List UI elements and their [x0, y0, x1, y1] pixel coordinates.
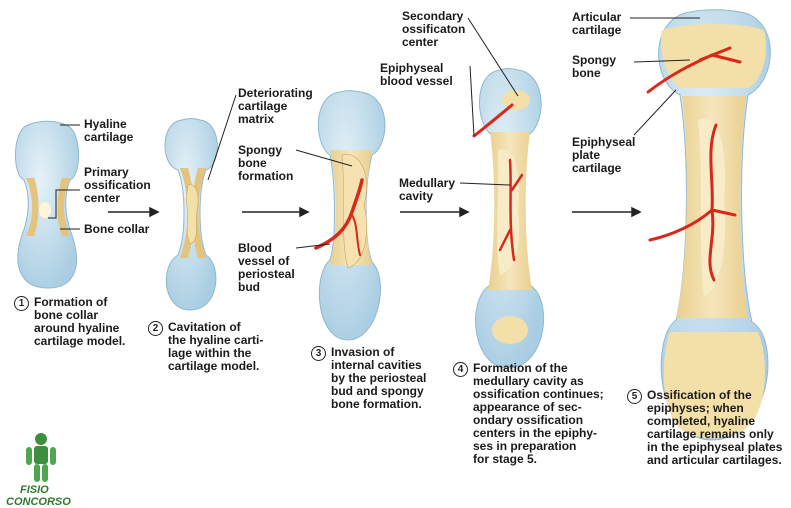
label-leader-lines [48, 17, 700, 249]
label-secondary-ossification-center: Secondary ossificaton center [402, 9, 466, 49]
stage-2-bone-model [164, 118, 218, 311]
label-articular-cartilage: Articular cartilage [572, 10, 622, 37]
label-hyaline-cartilage: Hyaline cartilage [84, 117, 134, 144]
label-epiphyseal-blood-vessel: Epiphyseal blood vessel [380, 61, 453, 88]
label-deteriorating-cartilage-matrix: Deteriorating cartilage matrix [238, 86, 313, 126]
step-5-caption: Ossification of the epiphyses; when comp… [647, 388, 783, 467]
step-3-number: 3 [311, 346, 326, 361]
label-blood-vessel-periosteal-bud: Blood vessel of periosteal bud [238, 241, 295, 294]
logo-line-2: CONCORSO [6, 496, 71, 508]
process-arrows [108, 206, 642, 218]
step-2-caption: Cavitation of the hyaline carti- lage wi… [168, 320, 264, 373]
label-primary-ossification-center: Primary ossification center [84, 165, 151, 205]
step-1-caption: Formation of bone collar around hyaline … [34, 295, 126, 348]
bone-ossification-diagram [14, 9, 771, 441]
step-5-number: 5 [627, 389, 642, 404]
label-spongy-bone-formation: Spongy bone formation [238, 143, 294, 183]
label-medullary-cavity: Medullary cavity [399, 176, 456, 203]
step-3-caption: Invasion of internal cavities by the per… [331, 345, 427, 411]
stage-5-bone-model [646, 9, 771, 441]
step-2-number: 2 [148, 321, 163, 336]
label-epiphyseal-plate-cartilage: Epiphyseal plate cartilage [572, 135, 636, 175]
stage-1-bone-model [14, 120, 80, 289]
anatomy-figure-icon [26, 433, 56, 482]
stage-3-bone-model [314, 90, 386, 341]
step-4-number: 4 [453, 362, 468, 377]
label-bone-collar: Bone collar [84, 222, 150, 236]
fisioconcorso-logo: FISIO CONCORSO [6, 432, 71, 508]
label-spongy-bone: Spongy bone [572, 53, 616, 80]
step-4-caption: Formation of the medullary cavity as oss… [473, 361, 604, 466]
stage-4-bone-model [472, 68, 544, 369]
logo-line-1: FISIO [20, 484, 49, 496]
step-1-number: 1 [14, 296, 29, 311]
